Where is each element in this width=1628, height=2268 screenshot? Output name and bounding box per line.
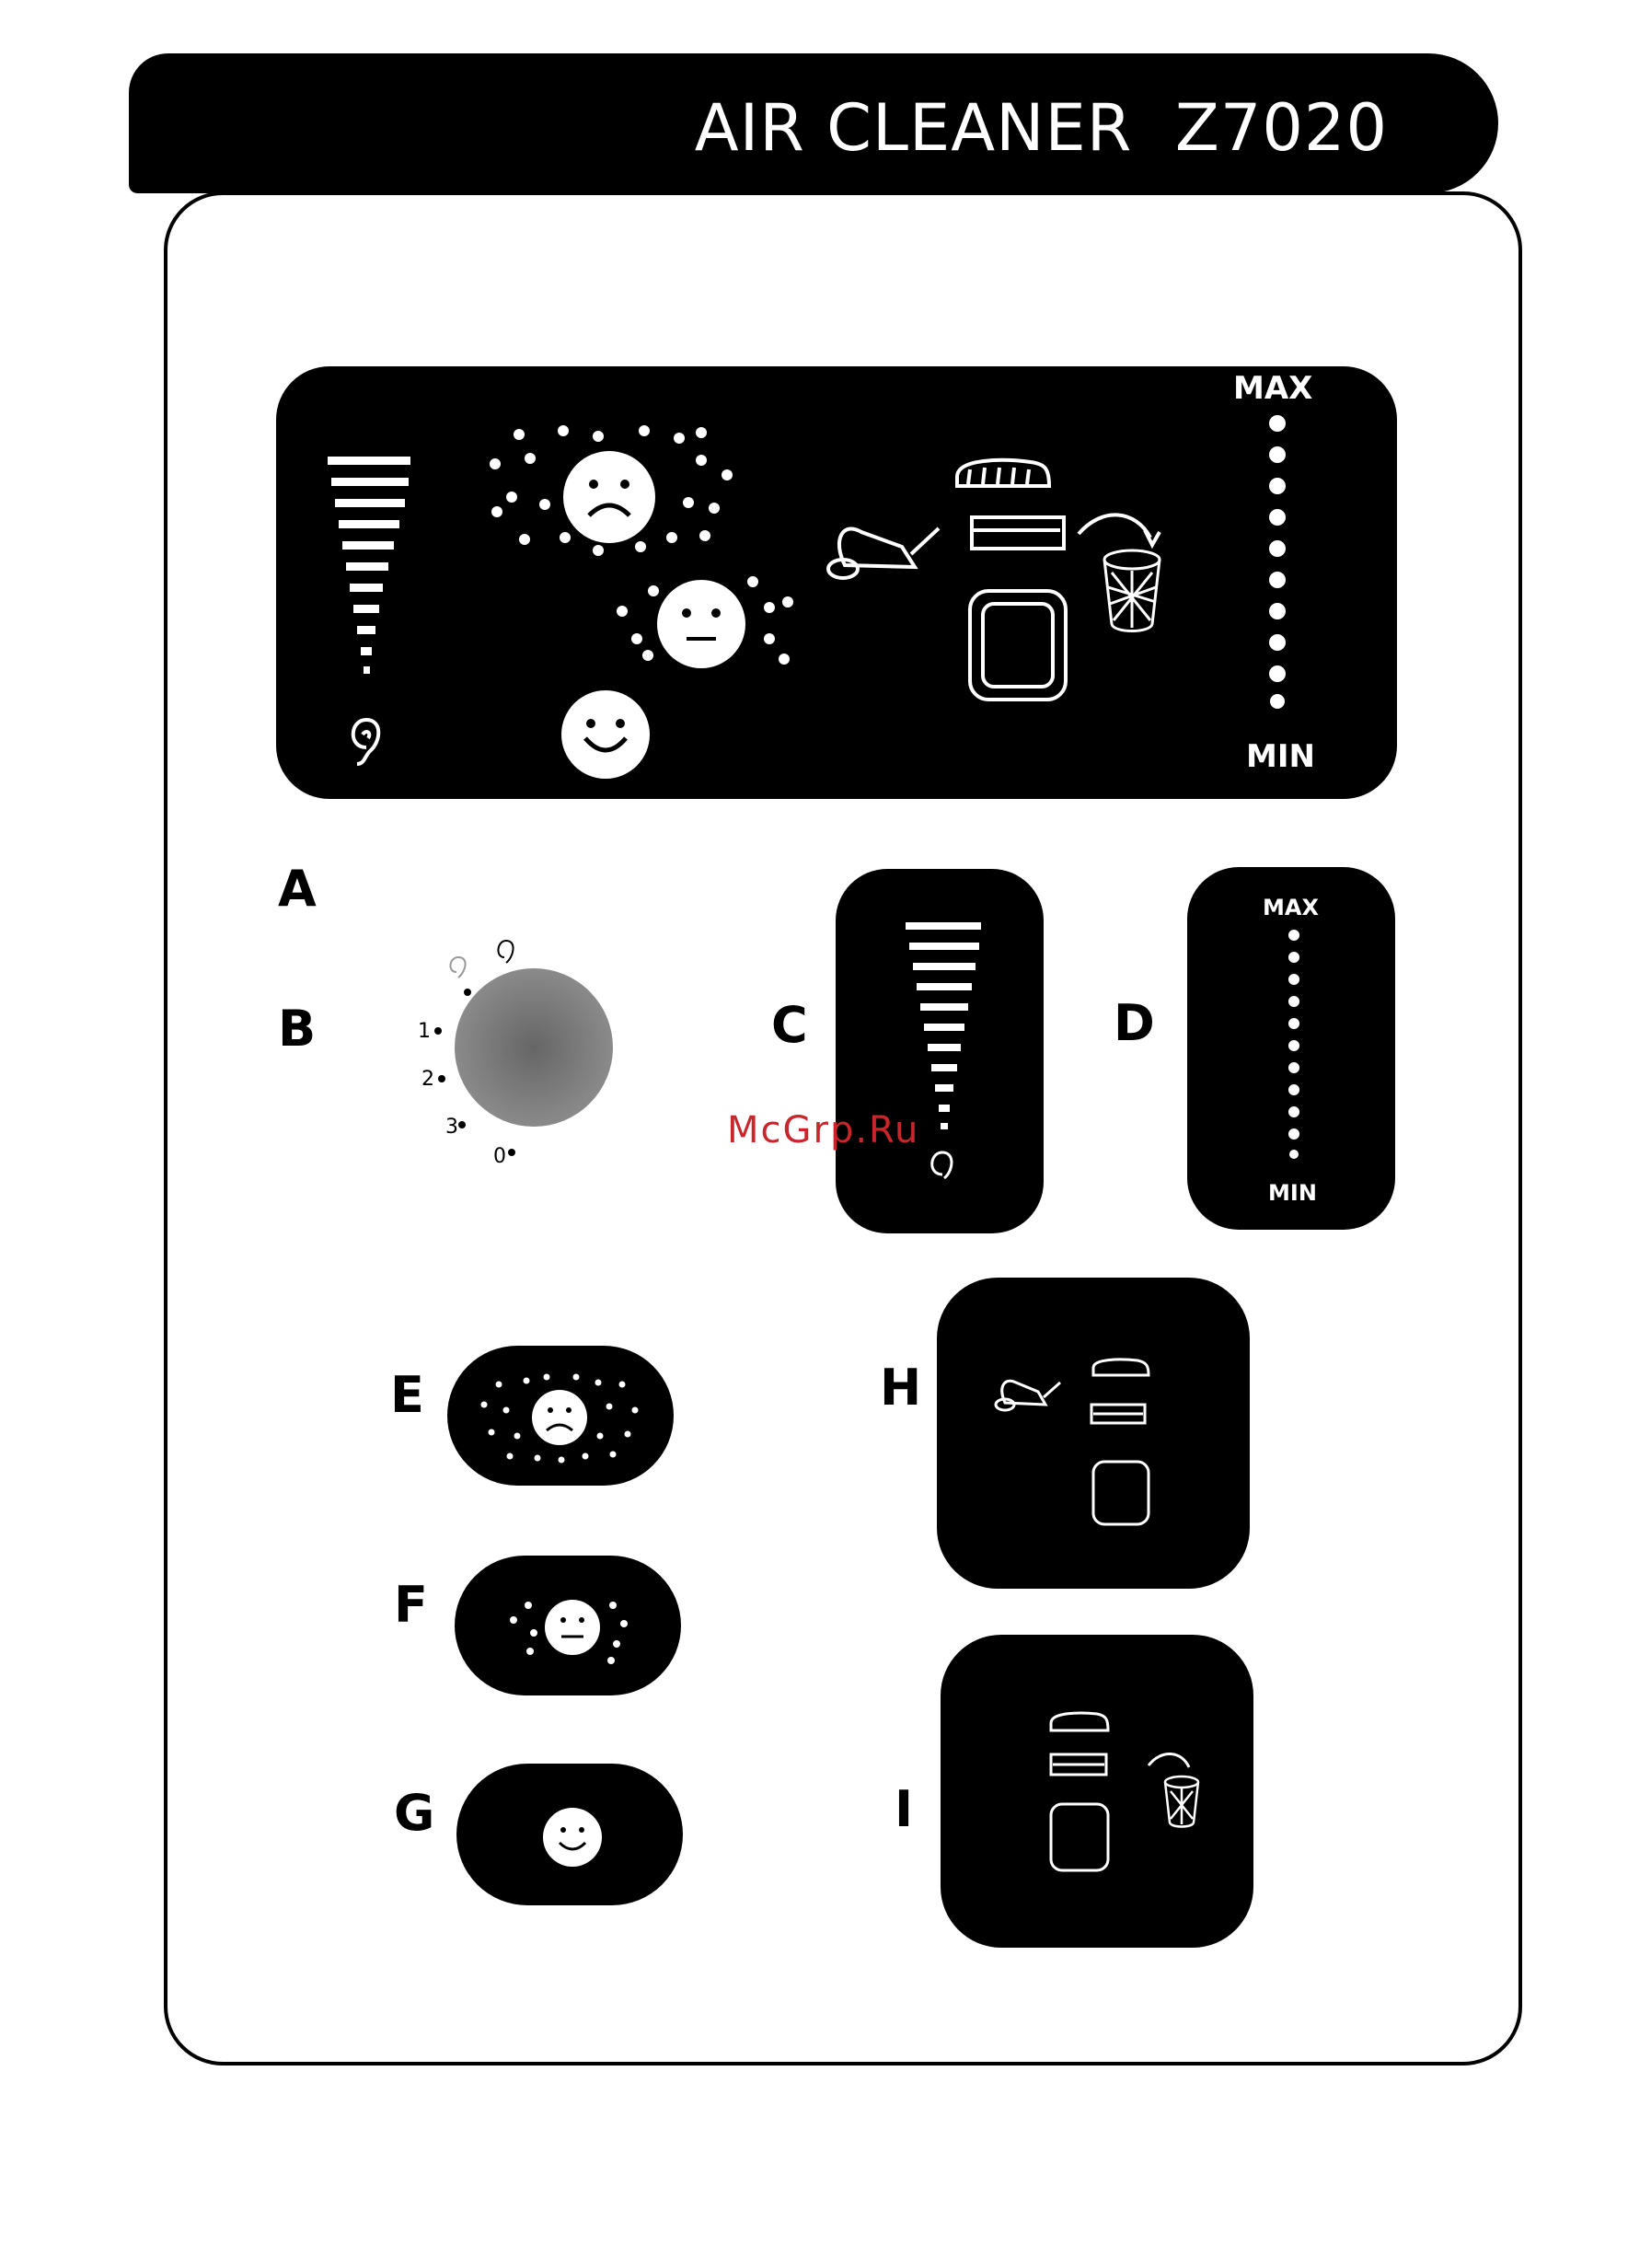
speed-dial: 1 2 3 0: [405, 920, 644, 1187]
filter-check-panel: [937, 1278, 1250, 1589]
label-b: B: [278, 1000, 316, 1058]
arrow-icon: [1149, 1753, 1189, 1767]
fan-speed-bars-icon: [328, 457, 410, 674]
dial-mark-3: 3: [445, 1116, 458, 1139]
label-c: C: [771, 996, 808, 1054]
ear-icon: [353, 720, 379, 764]
control-panel-graphics: [276, 366, 1397, 799]
label-g: G: [394, 1784, 434, 1842]
neutral-face-icon: [545, 1600, 600, 1655]
label-h: H: [880, 1359, 921, 1417]
max-label: MAX: [1233, 370, 1312, 407]
arrow-icon: [1079, 515, 1150, 538]
vacuum-cleaner-icon: [996, 1381, 1060, 1410]
fan-speed-bars-icon: [906, 922, 981, 1129]
air-quality-bad-panel: [447, 1346, 674, 1486]
air-quality-good-panel: [456, 1764, 683, 1905]
filter-icon: [957, 460, 1066, 700]
air-quality-medium-graphic: [455, 1556, 681, 1695]
trash-bin-icon: [1165, 1776, 1198, 1827]
speed-level-dots: [1288, 930, 1299, 1159]
speed-level-panel-graphic: [1187, 867, 1395, 1230]
ear-icon: [450, 957, 465, 978]
header-band: AIR CLEANER Z7020: [129, 53, 1498, 193]
fan-speed-panel-graphic: [836, 869, 1044, 1233]
filter-replace-graphic: [941, 1635, 1253, 1948]
neutral-face-icon: [657, 580, 745, 668]
fan-speed-panel: [836, 869, 1044, 1233]
sad-face-icon: [563, 451, 655, 543]
dial-mark-2: 2: [421, 1068, 434, 1091]
filter-replace-panel: [941, 1635, 1253, 1948]
ear-icon: [498, 941, 513, 963]
filter-icon: [1051, 1713, 1108, 1870]
label-d: D: [1114, 994, 1155, 1052]
filter-icon: [1091, 1360, 1149, 1524]
speed-level-dots: [1269, 415, 1286, 709]
ear-icon: [932, 1152, 952, 1178]
dial-mark-1: 1: [418, 1020, 431, 1043]
page-title: AIR CLEANER Z7020: [695, 90, 1388, 166]
air-quality-bad-graphic: [447, 1346, 674, 1486]
air-quality-good-graphic: [456, 1764, 683, 1905]
min-label: MIN: [1268, 1180, 1317, 1206]
max-label: MAX: [1263, 895, 1319, 920]
watermark: McGrp.Ru: [727, 1109, 919, 1151]
filter-check-graphic: [937, 1278, 1250, 1589]
label-i: I: [895, 1780, 913, 1838]
happy-face-icon: [561, 690, 650, 779]
vacuum-cleaner-icon: [828, 528, 939, 578]
label-a: A: [278, 860, 317, 918]
label-e: E: [390, 1366, 424, 1424]
control-panel: MAX MIN: [276, 366, 1397, 799]
min-label: MIN: [1246, 738, 1315, 775]
air-quality-medium-panel: [455, 1556, 681, 1695]
dial-mark-0: 0: [493, 1145, 506, 1168]
label-f: F: [394, 1576, 428, 1634]
sad-face-icon: [532, 1390, 587, 1445]
speed-dial-graphic: [405, 920, 644, 1187]
happy-face-icon: [543, 1808, 602, 1867]
trash-bin-icon: [1104, 550, 1160, 631]
dial-knob: [455, 968, 613, 1127]
speed-level-panel: MAX MIN: [1187, 867, 1395, 1230]
